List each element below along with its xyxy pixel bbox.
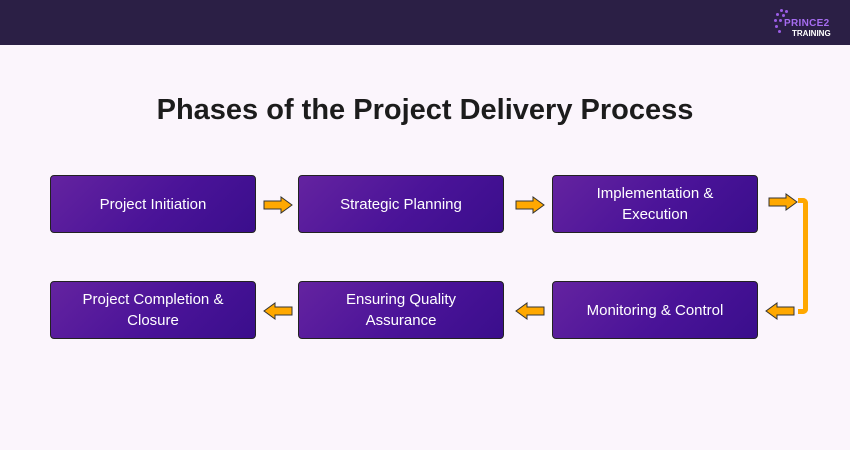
arrow-right-icon: [768, 193, 798, 211]
phase-implementation-execution: Implementation & Execution: [552, 175, 758, 233]
prince2-training-logo: PRINCE2 TRAINING: [774, 8, 844, 38]
logo-line1: PRINCE2: [784, 18, 830, 29]
phase-project-initiation: Project Initiation: [50, 175, 256, 233]
arrow-left-icon: [515, 302, 545, 320]
connector-line: [798, 198, 808, 314]
arrow-left-icon: [765, 302, 795, 320]
logo-line2: TRAINING: [792, 29, 831, 38]
phase-strategic-planning: Strategic Planning: [298, 175, 504, 233]
phase-monitoring-control: Monitoring & Control: [552, 281, 758, 339]
header-bar: PRINCE2 TRAINING: [0, 0, 850, 45]
page-title: Phases of the Project Delivery Process: [156, 94, 694, 126]
arrow-right-icon: [515, 196, 545, 214]
logo-dots-icon: [774, 8, 790, 36]
arrow-right-icon: [263, 196, 293, 214]
phase-completion-closure: Project Completion & Closure: [50, 281, 256, 339]
arrow-left-icon: [263, 302, 293, 320]
phase-quality-assurance: Ensuring Quality Assurance: [298, 281, 504, 339]
